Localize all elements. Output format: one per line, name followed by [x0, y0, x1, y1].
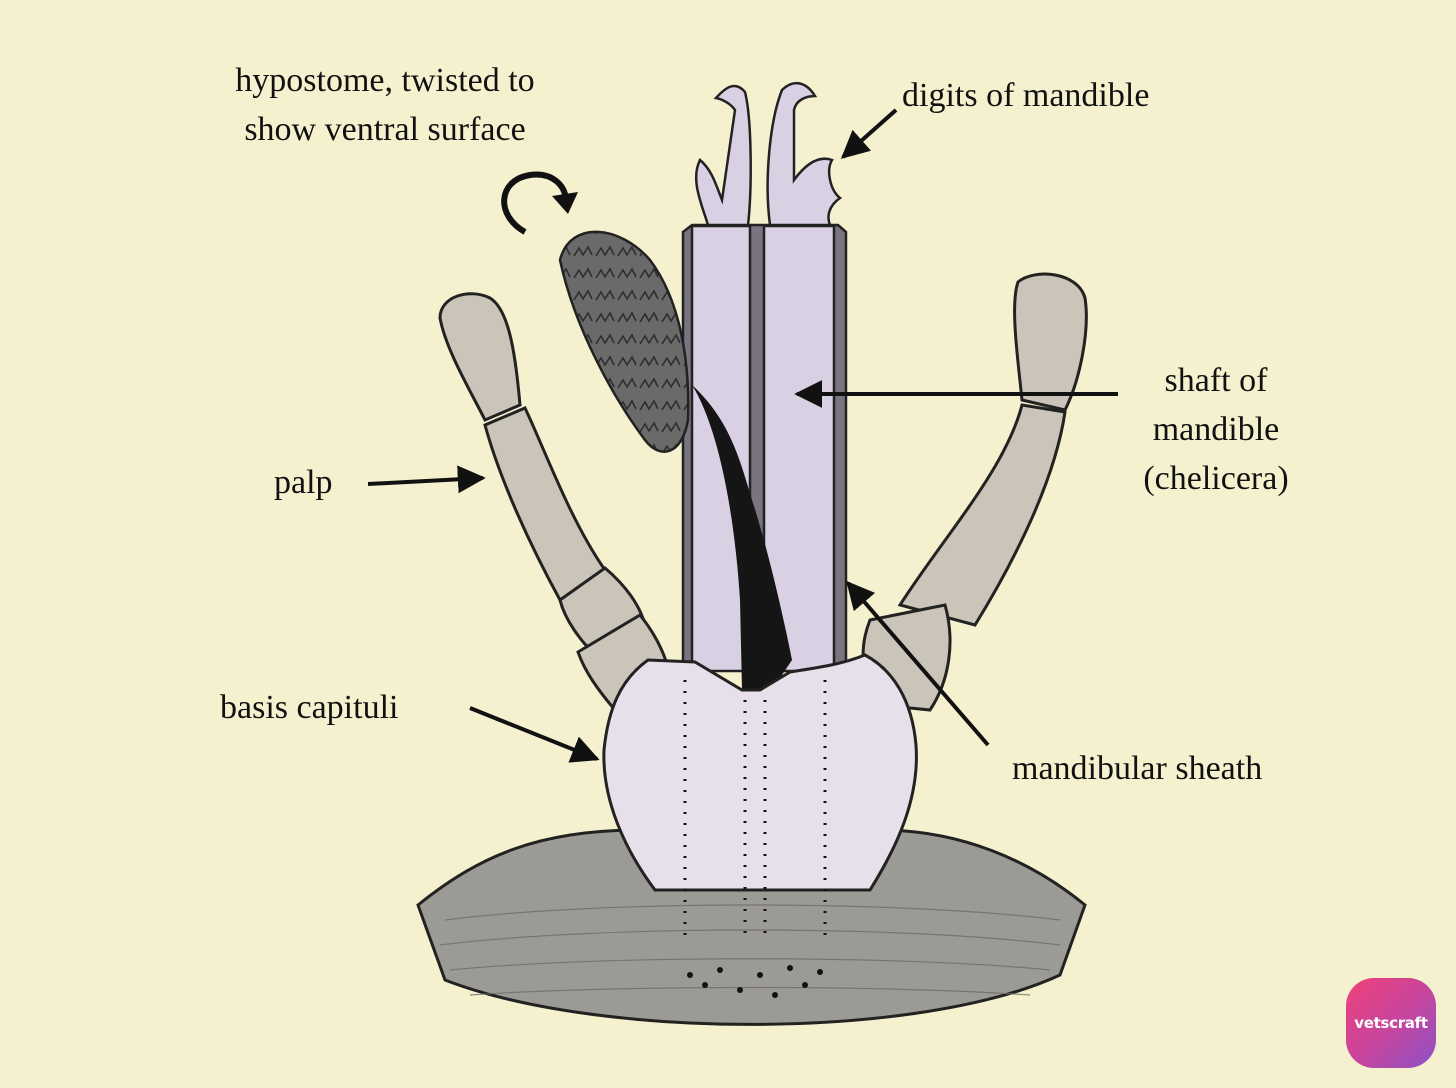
label-hypostome-line1: hypostome, twisted to: [235, 62, 535, 99]
label-mandibular-sheath: mandibular sheath: [1012, 750, 1263, 787]
label-shaft-line1: shaft of: [1164, 362, 1268, 399]
arrow-basis: [469, 706, 600, 763]
arrow-digits: [840, 108, 898, 159]
label-arrows: [367, 108, 1118, 763]
twist-arrow-icon: [501, 171, 578, 235]
logo-text: vetscraft: [1354, 1014, 1428, 1032]
label-basis-capituli: basis capituli: [220, 689, 399, 726]
label-digits-of-mandible: digits of mandible: [902, 77, 1150, 114]
label-shaft-of-mandible: shaft of mandible (chelicera): [1128, 356, 1304, 503]
basis-capituli: [602, 653, 918, 940]
label-palp: palp: [274, 464, 333, 501]
label-shaft-line2: mandible: [1152, 411, 1280, 448]
label-shaft-line3: (chelicera): [1143, 460, 1289, 497]
vetscraft-logo: vetscraft: [1346, 978, 1436, 1068]
label-hypostome-line2: show ventral surface: [244, 111, 526, 148]
right-palp: [861, 272, 1088, 712]
body-scutum: [416, 828, 1087, 1026]
salivary-duct: [692, 385, 792, 690]
arrow-palp: [367, 465, 486, 494]
arrow-sheath: [846, 580, 990, 747]
hypostome: [558, 230, 690, 453]
label-hypostome: hypostome, twisted to show ventral surfa…: [205, 56, 565, 154]
mandible-digits: [695, 82, 843, 227]
